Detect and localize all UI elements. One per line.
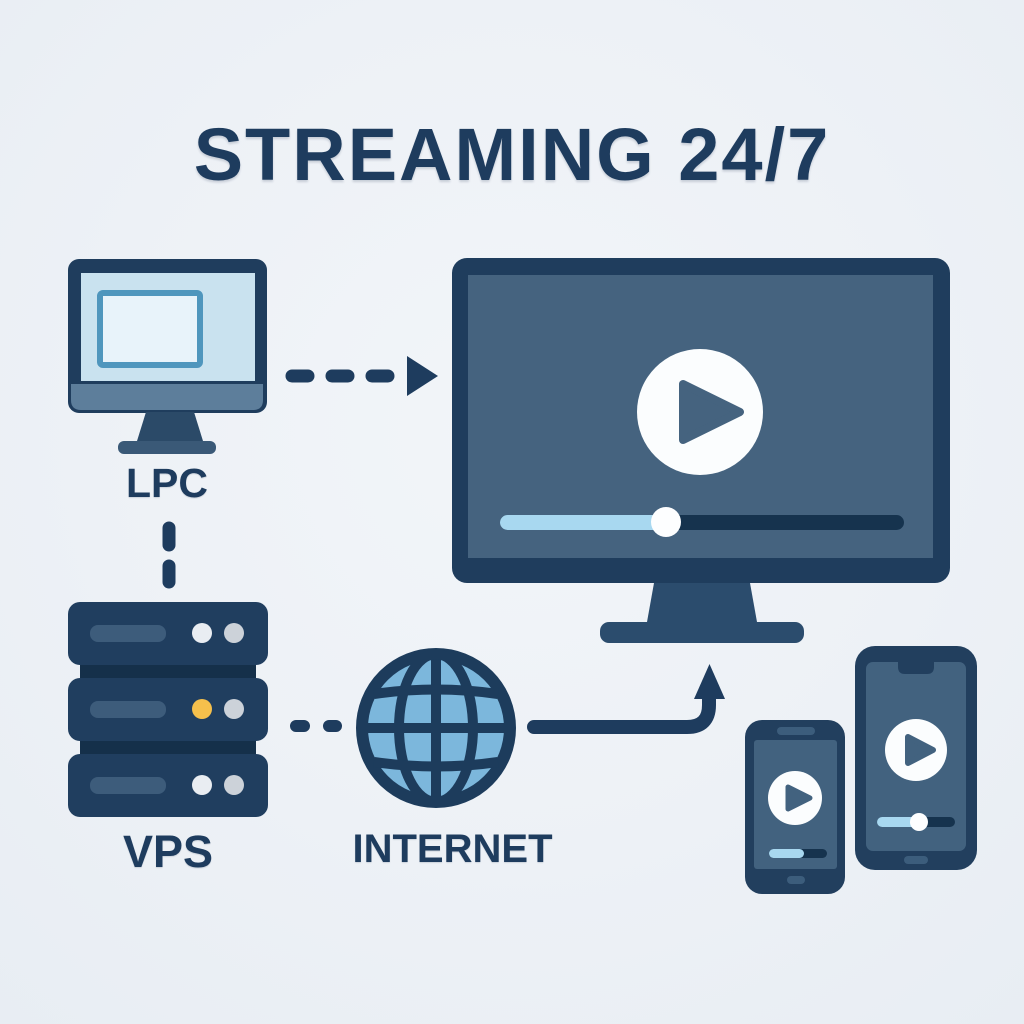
pc-screen-window xyxy=(97,290,203,368)
phone-speaker xyxy=(777,727,815,735)
globe-icon xyxy=(356,648,516,808)
play-button-icon xyxy=(768,771,822,825)
phone-home-button xyxy=(787,876,805,884)
tv-stand xyxy=(647,583,757,622)
vps-label: VPS xyxy=(122,826,214,877)
phone-notch xyxy=(898,662,934,674)
server-unit-2 xyxy=(68,678,268,741)
server-unit-1 xyxy=(68,602,268,665)
arrow-pc-to-tv xyxy=(285,356,438,396)
smartphone-small-icon xyxy=(745,720,845,894)
phone-progress-bar xyxy=(877,813,955,831)
phone-home-button xyxy=(904,856,928,864)
pc-monitor-chin xyxy=(71,384,263,410)
pc-stand xyxy=(137,412,203,441)
phone-progress-bar xyxy=(769,849,827,858)
pc-stand-base xyxy=(118,441,216,454)
tv-stand-base xyxy=(600,622,804,643)
diagram-title: STREAMING 24/7 xyxy=(193,113,831,196)
phone-progress-knob xyxy=(910,813,928,831)
internet-label: INTERNET xyxy=(352,827,553,871)
tv-progress-knob xyxy=(651,507,681,537)
smartphone-large-icon xyxy=(855,646,977,870)
desktop-computer-icon xyxy=(68,259,267,454)
tv-progress-bar xyxy=(500,507,904,537)
server-rack-gap xyxy=(80,736,256,758)
server-stack-icon xyxy=(68,602,268,817)
globe-grid xyxy=(362,649,510,807)
server-rack-gap xyxy=(80,660,256,682)
arrow-internet-to-tv xyxy=(527,664,725,734)
pc-label: LPC xyxy=(126,460,208,506)
tv-video-player-icon xyxy=(452,258,950,643)
play-button-icon xyxy=(885,719,947,781)
server-unit-3 xyxy=(68,754,268,817)
server-led-yellow xyxy=(192,699,212,719)
play-button-icon xyxy=(637,349,763,475)
